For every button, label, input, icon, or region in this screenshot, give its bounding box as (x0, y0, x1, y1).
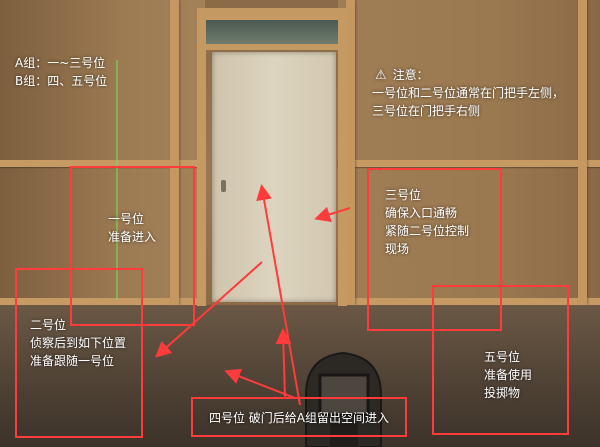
wall-rail (338, 298, 600, 305)
position-1-box (70, 166, 195, 326)
door-handle[interactable] (221, 180, 226, 192)
position-2-title: 二号位 (30, 318, 67, 332)
wall-rail (0, 298, 205, 305)
position-3-desc-2: 紧随二号位控制 (385, 224, 470, 238)
door-frame-left (197, 8, 206, 306)
wall-post (170, 0, 179, 305)
laser-line (116, 60, 118, 300)
note-line-1: 一号位和二号位通常在门把手左侧， (372, 86, 565, 100)
right-wall (338, 0, 600, 310)
arrow-up-short (275, 328, 292, 399)
wall-post (346, 0, 355, 305)
note-title-text: 注意： (392, 68, 429, 82)
note-line-2: 三号位在门把手右侧 (372, 104, 481, 118)
position-3-box (367, 168, 502, 331)
position-3-desc-1: 确保入口通畅 (385, 206, 458, 220)
wall-rail (338, 160, 600, 167)
wall-rail (0, 160, 205, 167)
group-b-label: B组：四、五号位 (15, 74, 108, 88)
warning-icon: ⚠ (375, 68, 387, 83)
arrow-to-position-2 (224, 368, 296, 399)
door-frame-right (338, 8, 347, 306)
position-2-box (15, 268, 143, 438)
holographic-sight (305, 351, 382, 447)
position-3-title: 三号位 (385, 188, 422, 202)
door-frame-top (197, 8, 347, 20)
position-2-desc-2: 准备跟随一号位 (30, 354, 115, 368)
note-title: ⚠ 注意： (375, 66, 429, 85)
position-4-text: 四号位 破门后给A组留出空间进入 (208, 410, 390, 425)
position-2-desc-1: 侦察后到如下位置 (30, 336, 127, 350)
position-1-desc: 准备进入 (108, 230, 157, 244)
wall-post (578, 0, 587, 305)
position-5-desc-2: 投掷物 (484, 386, 521, 400)
arrow-position-3 (314, 206, 351, 223)
position-1-title: 一号位 (108, 212, 145, 226)
arrow-to-door (256, 184, 301, 406)
position-5-desc-1: 准备使用 (484, 368, 533, 382)
position-5-title: 五号位 (484, 350, 521, 364)
arrow-follow-position-1 (155, 261, 263, 358)
group-a-label: A组：一~三号位 (15, 56, 106, 70)
position-3-desc-3: 现场 (385, 242, 410, 256)
position-5-box (432, 285, 569, 435)
door-transom (205, 20, 340, 50)
